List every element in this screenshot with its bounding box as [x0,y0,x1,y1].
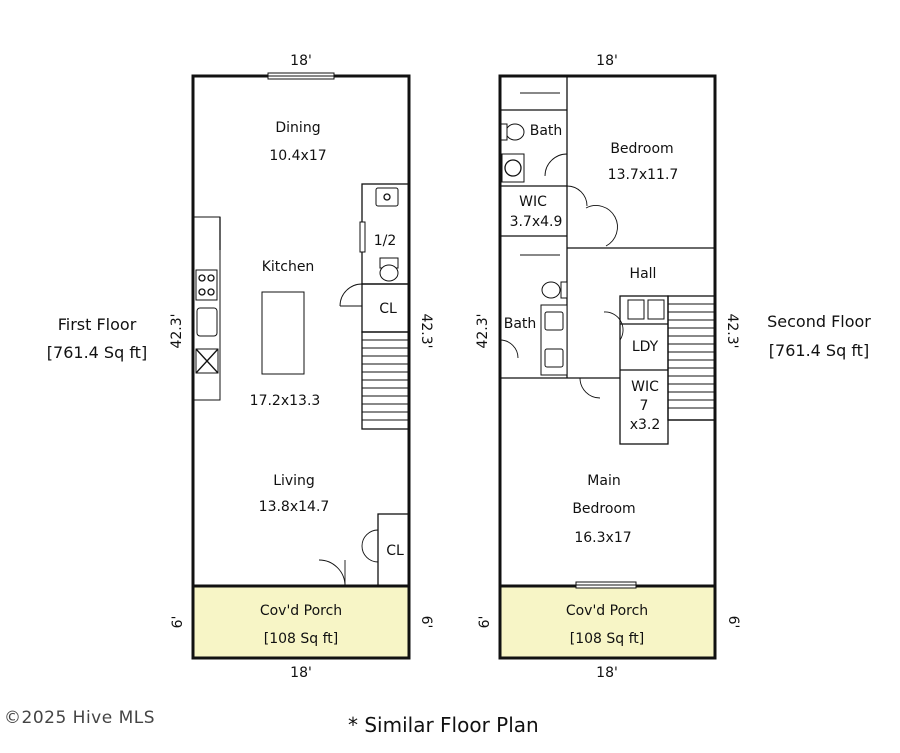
second-floor-area: [761.4 Sq ft] [769,341,869,360]
first-porch-label: Cov'd Porch [260,603,342,619]
second-floor-depth-left: 42.3' [475,313,491,348]
wic-top-size: 3.7x4.9 [510,214,563,230]
dining-label: Dining [275,120,320,136]
first-floor-area: [761.4 Sq ft] [47,343,147,362]
second-porch-label: Cov'd Porch [566,603,648,619]
main-bedroom-size: 16.3x17 [574,530,631,546]
first-floor-plan: 18' Dining 10.4x17 Kitchen 1/2 CL 17.2x1… [47,53,434,681]
first-floor-title: First Floor [58,315,137,334]
living-size: 13.8x14.7 [259,499,330,515]
first-porch-depth-left: 6' [170,616,186,629]
second-porch-area: [108 Sq ft] [570,631,645,647]
first-floor-width-bottom: 18' [290,665,312,681]
second-floor-plan: 18' Bath Bedroom 13.7x11.7 WIC 3.7x4.9 H… [475,53,871,681]
second-floor-title: Second Floor [767,312,871,331]
closet-top-label: CL [379,301,397,317]
first-floor-depth-left: 42.3' [169,313,185,348]
kitchen-size: 17.2x13.3 [250,393,321,409]
second-porch-depth-left: 6' [477,616,493,629]
hall-label: Hall [630,266,657,282]
second-floor-depth-right: 42.3' [724,313,740,348]
kitchen-label: Kitchen [262,259,315,275]
bath-mid-label: Bath [504,316,537,332]
second-floor-stairs [668,303,715,409]
second-floor-width-top: 18' [596,53,618,69]
wic-mid-size-2: x3.2 [630,417,661,433]
bath-top-label: Bath [530,123,563,139]
laundry-label: LDY [632,339,659,355]
wic-top-label: WIC [519,194,547,210]
dining-size: 10.4x17 [269,148,326,164]
living-label: Living [273,473,315,489]
half-bath-label: 1/2 [374,233,397,249]
first-porch-depth-right: 6' [418,616,434,629]
copyright-watermark: ©2025 Hive MLS [4,708,156,728]
first-floor-stairs [362,339,409,421]
first-porch-area: [108 Sq ft] [264,631,339,647]
second-floor-porch [498,584,717,660]
closet-bottom-label: CL [386,543,404,559]
bedroom-label: Bedroom [610,141,673,157]
first-floor-porch [191,584,411,660]
main-bedroom-label-1: Main [587,473,620,489]
kitchen-island [261,291,305,375]
similar-floor-plan-note: * Similar Floor Plan [348,713,539,737]
wic-mid-label: WIC [631,379,659,395]
second-floor-width-bottom: 18' [596,665,618,681]
first-floor-depth-right: 42.3' [418,313,434,348]
main-bedroom-label-2: Bedroom [572,501,635,517]
bedroom-size: 13.7x11.7 [608,167,679,183]
kitchen-sink [196,307,218,337]
second-porch-depth-right: 6' [725,616,741,629]
wic-mid-size-1: 7 [640,398,649,414]
first-floor-width-top: 18' [290,53,312,69]
